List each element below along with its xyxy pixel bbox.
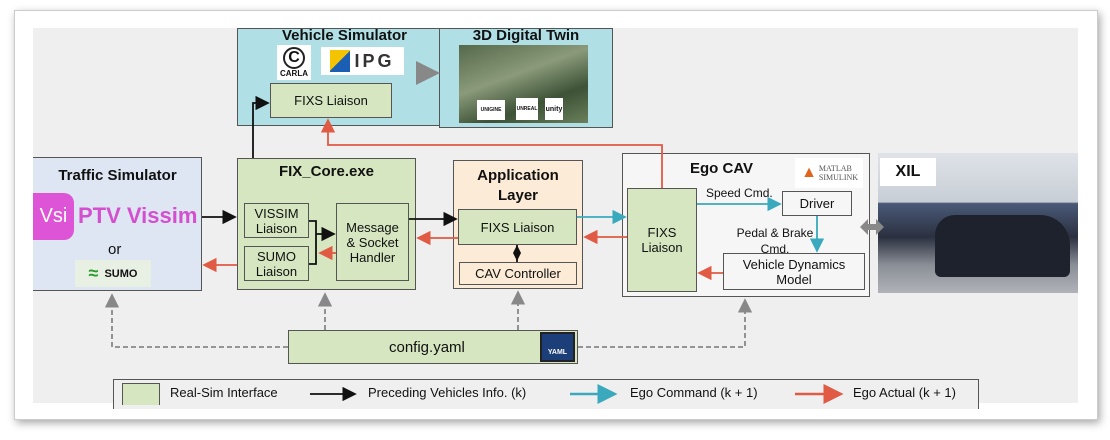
arrow-core-to-vehicle-sim <box>252 95 270 158</box>
or-label: or <box>108 241 122 258</box>
unreal-logo: UNREAL <box>516 98 538 120</box>
traffic-simulator-title: Traffic Simulator <box>58 167 177 184</box>
dashed-config-to-ego <box>578 298 753 348</box>
dashed-config-to-traffic <box>104 293 288 348</box>
fix-core-title: FIX_Core.exe <box>278 163 375 180</box>
legend-interface-label: Real-Sim Interface <box>170 385 278 400</box>
vissim-badge: Vsi <box>33 193 74 240</box>
ipg-logo: IPG <box>321 47 404 75</box>
unity-logo: unity <box>545 98 563 120</box>
unigine-logo: UNIGINE <box>477 100 505 120</box>
speed-cmd-label: Speed Cmd. <box>706 186 773 200</box>
yaml-file-icon: YAML <box>540 332 575 362</box>
digital-twin-title: 3D Digital Twin <box>472 27 580 44</box>
config-yaml-bar: config.yaml <box>288 330 578 364</box>
ego-fixs-liaison: FIXS Liaison <box>627 188 697 292</box>
matlab-simulink-logo: ▲MATLAB SIMULINK <box>795 158 863 188</box>
arrow-liaisons-to-handler <box>309 221 334 265</box>
sumo-liaison: SUMO Liaison <box>244 246 309 281</box>
vehicle-simulator-title: Vehicle Simulator <box>281 27 408 44</box>
ptv-vissim-logo: PTV Vissim <box>78 203 198 228</box>
ego-cav-title: Ego CAV <box>690 160 754 177</box>
vehicle-dynamics-model: Vehicle Dynamics Model <box>723 253 865 290</box>
vissim-liaison: VISSIM Liaison <box>244 203 309 238</box>
diamond-icon <box>513 245 521 261</box>
legend-actual-label: Ego Actual (k + 1) <box>853 385 956 400</box>
legend-command-label: Ego Command (k + 1) <box>630 385 758 400</box>
cav-controller: CAV Controller <box>459 262 577 285</box>
app-fixs-liaison: FIXS Liaison <box>458 209 577 245</box>
xil-title: XIL <box>880 158 936 186</box>
legend-preceding-label: Preceding Vehicles Info. (k) <box>368 385 527 400</box>
xil-double-arrow <box>860 219 884 235</box>
xil-vehicle <box>935 215 1070 277</box>
pedal-brake-cmd-label: Pedal & Brake Cmd. <box>736 226 814 256</box>
config-yaml-label: config.yaml <box>389 338 465 356</box>
legend-interface-swatch <box>122 383 160 405</box>
driver-block: Driver <box>782 191 852 216</box>
vehicle-sim-fixs-liaison: FIXS Liaison <box>270 83 392 118</box>
arrow-ego-to-vehicle-sim <box>320 118 663 188</box>
sumo-logo: ≈SUMO <box>75 260 151 287</box>
application-layer-title: Application Layer <box>477 167 559 204</box>
